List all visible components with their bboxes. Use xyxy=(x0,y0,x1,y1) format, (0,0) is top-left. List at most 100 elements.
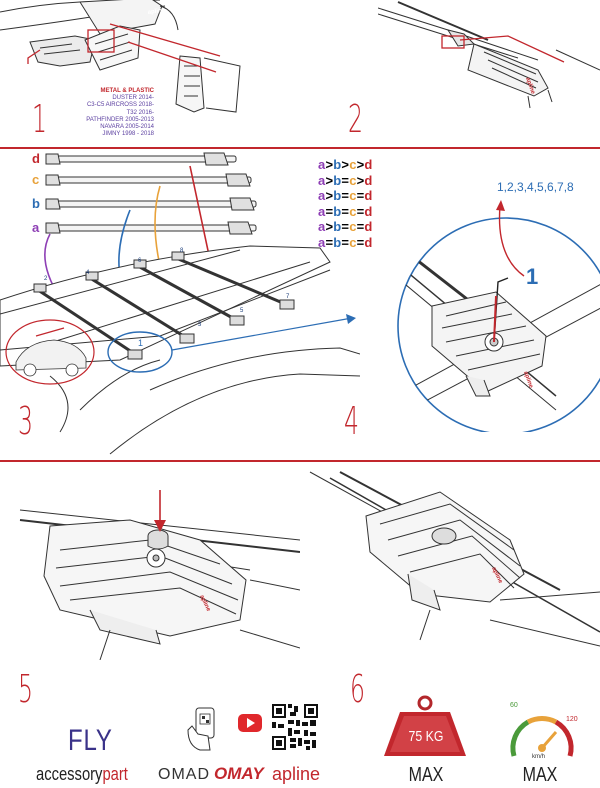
rule-b: b xyxy=(333,203,342,219)
step-number-6: 6 xyxy=(350,667,365,711)
speed-min-label: 60 xyxy=(510,702,518,709)
rule-op: = xyxy=(341,172,350,188)
step-number-2: 2 xyxy=(348,97,363,141)
fly-logo: FLY xyxy=(68,724,113,757)
rule-d: d xyxy=(364,172,373,188)
rule-op: = xyxy=(341,219,350,234)
rail-number-5: 5 xyxy=(240,308,244,314)
rule-a: a xyxy=(318,188,326,203)
apline-logo: apline xyxy=(272,764,321,784)
rule-b: b xyxy=(333,172,342,188)
rule-op: = xyxy=(356,234,365,250)
rule-a: a xyxy=(318,172,326,188)
step-number-3: 3 xyxy=(18,399,33,443)
rule-op: > xyxy=(356,172,365,188)
youtube-icon xyxy=(238,714,262,732)
compatibility-header: METAL & PLASTIC xyxy=(100,88,154,94)
rail-number-1: 1 xyxy=(138,338,144,348)
rule-a: a xyxy=(318,157,326,172)
omad-logo: OMAD xyxy=(158,766,210,783)
rail-number-7: 7 xyxy=(286,294,290,300)
bar-label-b: b xyxy=(32,196,40,211)
size-rules: a>b>c>d a>b=c>d a>b=c=d a=b=c=d a>b=c=d … xyxy=(318,157,373,250)
step3-illustration xyxy=(0,165,360,455)
rail-number-8: 8 xyxy=(180,248,184,254)
divider-row2 xyxy=(0,460,600,462)
rule-c: c xyxy=(349,188,357,203)
rule-op: = xyxy=(325,203,334,219)
size-rule-row: a=b=c=d xyxy=(318,204,373,220)
rule-a: a xyxy=(318,203,326,219)
rule-b: b xyxy=(333,219,342,234)
rule-b: b xyxy=(333,234,342,250)
rule-op: = xyxy=(341,188,350,203)
bar-label-a: a xyxy=(32,220,40,235)
rail-number-6: 6 xyxy=(138,258,142,264)
size-rule-row: a=b=c=d xyxy=(318,235,373,251)
step5-illustration: apline xyxy=(19,490,300,660)
rule-op: > xyxy=(356,157,365,172)
svg-text:apline: apline xyxy=(147,8,166,16)
rule-op: > xyxy=(325,172,334,188)
divider-row1 xyxy=(0,147,600,149)
compatibility-model: T32 2016- xyxy=(126,109,154,116)
rule-op: > xyxy=(325,219,334,234)
accessory-text: accessory xyxy=(36,764,103,784)
rule-c: c xyxy=(349,157,357,172)
compatibility-list: METAL & PLASTIC DUSTER 2014- C3-C5 AIRCR… xyxy=(56,88,154,138)
rule-op: = xyxy=(325,234,334,250)
size-rule-row: a>b=c>d xyxy=(318,173,373,189)
rule-c: c xyxy=(349,234,357,250)
rule-d: d xyxy=(364,234,373,250)
bar-set xyxy=(45,152,257,235)
rule-a: a xyxy=(318,234,326,250)
size-rule-row: a>b=c=d xyxy=(318,188,373,204)
rule-op: > xyxy=(341,157,350,172)
rule-d: d xyxy=(364,188,373,203)
accessorypart-logo: accessorypart xyxy=(36,764,128,785)
omay-logo: OMAY xyxy=(214,764,264,783)
rule-c: c xyxy=(349,172,357,188)
qr-code-icon xyxy=(272,704,318,750)
step-number-4: 4 xyxy=(344,399,359,443)
phone-scan-icon xyxy=(187,707,215,751)
rule-d: d xyxy=(364,157,373,172)
compatibility-model: PATHFINDER 2005-2013 xyxy=(86,116,154,123)
bar-label-c: c xyxy=(32,172,40,187)
max-weight-text: MAX xyxy=(408,764,444,786)
rule-op: > xyxy=(325,188,334,203)
zoom-callout-number: 1 xyxy=(526,264,539,289)
rule-d: d xyxy=(364,219,373,234)
compatibility-model: C3-C5 AIRCROSS 2018- xyxy=(86,102,154,109)
compatibility-model: JIMNY 1998 - 2018 xyxy=(102,131,154,138)
step1-illustration: apline xyxy=(0,0,241,113)
speed-unit-label: km/h xyxy=(532,754,546,760)
speed-max-label: 120 xyxy=(566,716,578,723)
rule-op: > xyxy=(325,157,334,172)
rule-c: c xyxy=(349,219,357,234)
rule-d: d xyxy=(364,203,373,219)
step2-illustration: apline xyxy=(378,1,600,109)
rule-op: = xyxy=(356,219,365,234)
svg-text:apline: apline xyxy=(522,371,534,390)
step-number-5: 5 xyxy=(18,667,33,711)
svg-text:apline: apline xyxy=(524,77,536,96)
rule-b: b xyxy=(333,157,342,172)
rule-b: b xyxy=(333,188,342,203)
compatibility-model: NAVARA 2005-2014 xyxy=(100,124,154,131)
size-rule-row: a>b=c=d xyxy=(318,219,373,235)
max-load-label: 75 KG xyxy=(408,728,444,745)
weight-icon xyxy=(384,695,466,756)
rule-a: a xyxy=(318,219,326,234)
rail-number-3: 3 xyxy=(198,322,202,328)
tighten-sequence: 1,2,3,4,5,6,7,8 xyxy=(497,180,574,194)
bar-label-d: d xyxy=(32,151,40,166)
speedometer-icon xyxy=(510,716,574,757)
compatibility-model: DUSTER 2014- xyxy=(112,95,154,102)
step-number-1: 1 xyxy=(32,97,47,141)
step4-illustration: apline xyxy=(397,200,600,432)
rule-op: = xyxy=(356,188,365,203)
step6-illustration: apline xyxy=(309,471,600,647)
rail-number-2: 2 xyxy=(44,276,48,282)
rail-number-4: 4 xyxy=(86,270,90,276)
